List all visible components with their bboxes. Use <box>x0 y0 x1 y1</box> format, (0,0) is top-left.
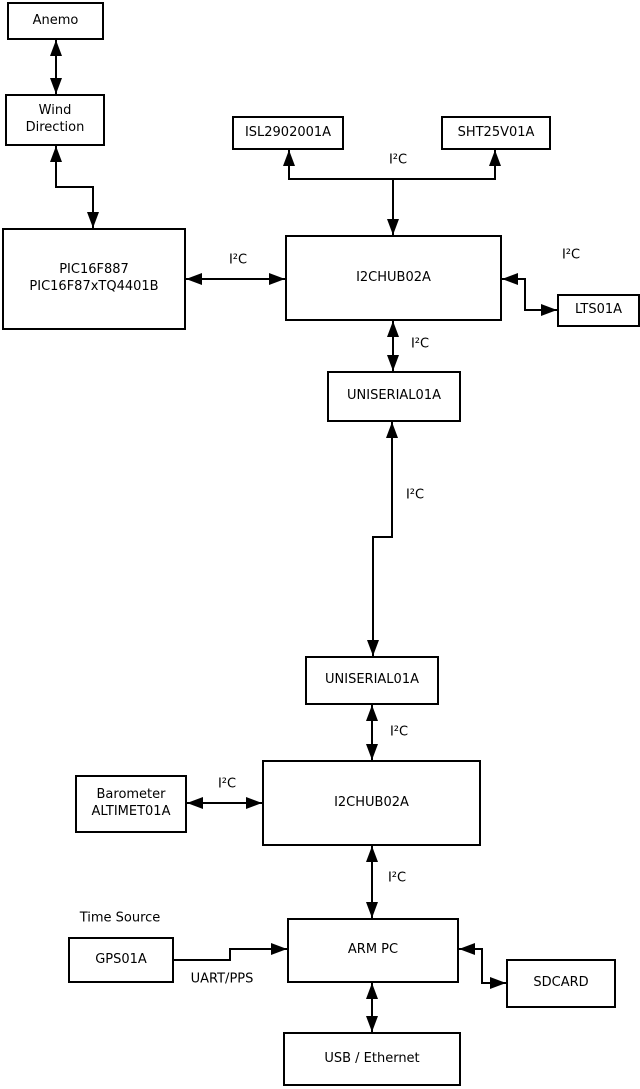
node-pic16f887-line2: PIC16F87xTQ4401B <box>29 279 159 294</box>
node-lts01a: LTS01A <box>557 294 640 327</box>
edge-armpc-sdcard <box>459 943 506 989</box>
node-uniserial01a-lower: UNISERIAL01A <box>305 656 439 705</box>
label-i2c-uniserial-link: I²C <box>405 487 425 503</box>
node-uniserial01a-upper-label: UNISERIAL01A <box>347 388 441 404</box>
node-usb-ethernet: USB / Ethernet <box>283 1032 461 1086</box>
edge-uniserial-link <box>367 422 398 656</box>
node-gps01a: GPS01A <box>68 937 174 983</box>
node-sdcard-label: SDCARD <box>533 975 589 991</box>
node-uniserial01a-upper: UNISERIAL01A <box>327 371 461 422</box>
label-i2c-barometer-hub: I²C <box>217 776 237 792</box>
node-gps01a-label: GPS01A <box>95 951 147 967</box>
node-wind-direction: Wind Direction <box>5 94 105 146</box>
label-i2c-hub-armpc: I²C <box>387 870 407 886</box>
label-i2c-hub-uniserial: I²C <box>410 336 430 352</box>
label-i2c-uniserial-hub-lower: I²C <box>389 724 409 740</box>
node-anemo: Anemo <box>7 2 104 40</box>
node-barometer-altimet01a: Barometer ALTIMET01A <box>75 775 187 833</box>
node-sht25v01a: SHT25V01A <box>441 116 551 150</box>
edge-i2chub-upper-lts <box>502 273 557 316</box>
node-arm-pc-label: ARM PC <box>347 942 399 958</box>
label-uart-pps: UART/PPS <box>190 971 254 987</box>
node-usb-ethernet-label: USB / Ethernet <box>324 1050 420 1066</box>
node-sdcard: SDCARD <box>506 959 616 1008</box>
node-wind-direction-line1: Wind <box>38 103 72 119</box>
node-isl2902001a-label: ISL2902001A <box>244 124 332 140</box>
node-pic16f887: PIC16F887 PIC16F87xTQ4401B <box>2 228 186 330</box>
edge-gps-armpc <box>174 943 287 961</box>
edge-wind-pic <box>50 146 99 228</box>
label-i2c-bus-isl-sht: I²C <box>388 152 408 168</box>
label-i2c-pic-hub: I²C <box>228 252 248 268</box>
node-arm-pc: ARM PC <box>287 918 459 983</box>
node-barometer-line2: ALTIMET01A <box>91 804 171 819</box>
node-i2chub02a-upper-label: I2CHUB02A <box>356 269 431 285</box>
node-i2chub02a-lower: I2CHUB02A <box>262 760 481 846</box>
node-barometer-line1: Barometer <box>96 787 166 803</box>
node-pic16f887-line1: PIC16F887 <box>59 262 129 278</box>
label-i2c-hub-lts: I²C <box>561 247 581 263</box>
label-time-source: Time Source <box>79 910 161 926</box>
node-i2chub02a-upper: I2CHUB02A <box>285 235 502 321</box>
node-wind-direction-line2: Direction <box>25 120 85 135</box>
node-isl2902001a: ISL2902001A <box>232 116 344 150</box>
node-i2chub02a-lower-label: I2CHUB02A <box>334 794 409 810</box>
node-anemo-label: Anemo <box>32 12 79 28</box>
node-lts01a-label: LTS01A <box>574 302 623 318</box>
node-sht25v01a-label: SHT25V01A <box>457 124 535 140</box>
node-uniserial01a-lower-label: UNISERIAL01A <box>325 672 419 688</box>
